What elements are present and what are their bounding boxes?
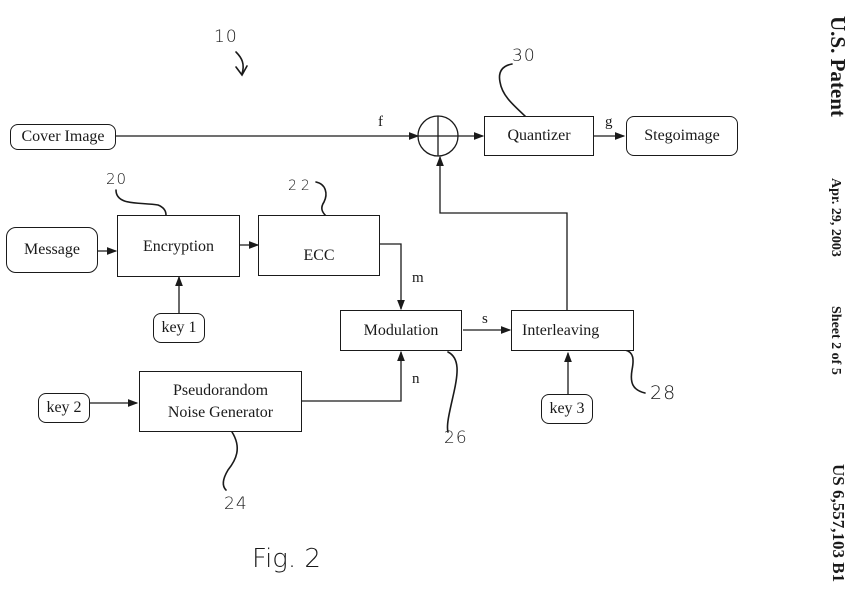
key3-label: key 3 <box>549 400 585 418</box>
interleaving-label: Interleaving <box>522 321 600 339</box>
prng-label-line1: Pseudorandom <box>172 381 269 399</box>
ref-ecc: 22 <box>288 178 314 194</box>
cover-image-label: Cover Image <box>21 128 105 146</box>
leader-26 <box>446 351 458 433</box>
message-block: Message <box>6 227 98 273</box>
encryption-block: Encryption <box>117 215 240 277</box>
prng-block: Pseudorandom Noise Generator <box>139 371 302 432</box>
modulation-label: Modulation <box>363 321 439 339</box>
ecc-label: ECC <box>303 247 335 265</box>
encryption-label: Encryption <box>142 238 215 255</box>
patent-date: Apr. 29, 2003 <box>828 178 843 257</box>
quantizer-block: Quantizer <box>484 116 594 156</box>
patent-number: US 6,557,103 B1 <box>829 464 848 583</box>
ecc-block: ECC <box>258 215 380 276</box>
leader-22 <box>315 181 327 217</box>
ref-system: 10 <box>214 27 238 47</box>
interleaving-block: Interleaving <box>511 310 634 351</box>
key2-block: key 2 <box>38 393 90 423</box>
arrow-prng-to-modulation <box>302 350 405 402</box>
leader-20 <box>115 189 167 216</box>
ref-modulation: 26 <box>444 428 468 448</box>
ref-interleaving: 28 <box>650 382 677 404</box>
ref-prng: 24 <box>224 494 248 514</box>
signal-m-label: m <box>412 270 424 286</box>
key1-label: key 1 <box>161 319 197 337</box>
modulation-block: Modulation <box>340 310 462 351</box>
signal-n-label: n <box>412 371 420 387</box>
patent-title: U.S. Patent <box>826 16 850 117</box>
figure-caption: Fig. 2 <box>252 544 321 574</box>
ref-encryption: 20 <box>106 170 128 188</box>
key1-block: key 1 <box>153 313 205 343</box>
message-label: Message <box>24 241 80 259</box>
stegoimage-label: Stegoimage <box>644 127 720 145</box>
cover-image-block: Cover Image <box>10 124 116 150</box>
signal-g-label: g <box>605 114 613 130</box>
signal-s-label: s <box>482 311 488 327</box>
leader-30 <box>498 63 526 117</box>
ref-quantizer: 30 <box>512 46 536 66</box>
key3-block: key 3 <box>541 394 593 424</box>
stegoimage-block: Stegoimage <box>626 116 738 156</box>
arrow-interleaving-to-adder <box>436 155 568 310</box>
leader-10-arrow <box>235 51 244 75</box>
arrow-ecc-to-modulation <box>380 243 405 311</box>
patent-sheet: Sheet 2 of 5 <box>828 306 843 375</box>
signal-f-label: f <box>378 114 383 130</box>
prng-label-line2: Noise Generator <box>167 403 274 421</box>
leader-24 <box>222 431 239 491</box>
key2-label: key 2 <box>46 399 82 417</box>
leader-28 <box>624 349 646 394</box>
leader-10-arrowhead <box>235 65 248 77</box>
quantizer-label: Quantizer <box>507 127 571 145</box>
